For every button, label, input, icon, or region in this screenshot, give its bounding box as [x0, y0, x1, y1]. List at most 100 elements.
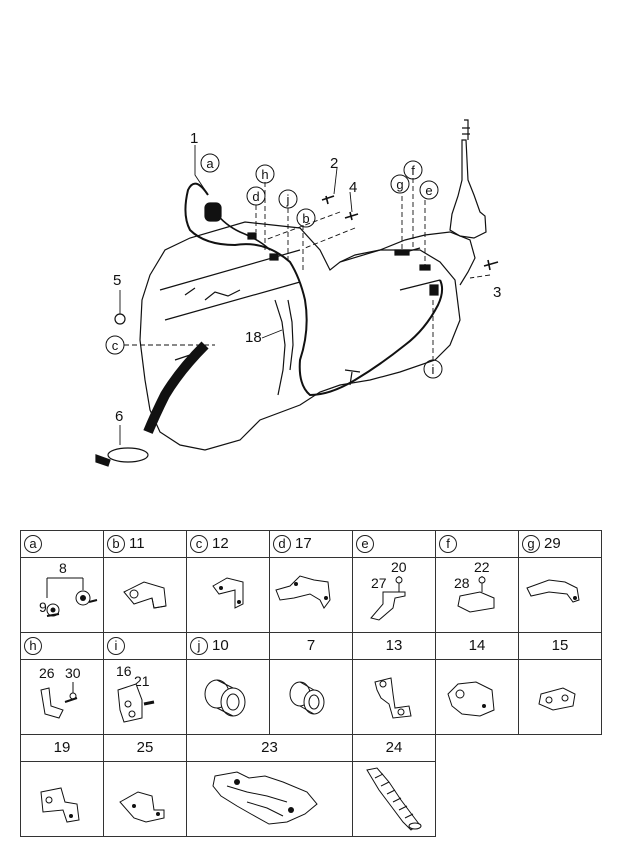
part-number: 15	[551, 637, 569, 655]
empty-cell	[436, 762, 519, 837]
part-image-10	[186, 659, 270, 736]
letter-badge: c	[190, 535, 208, 554]
sublabel-8: 8	[59, 560, 67, 576]
bracket-e-illustration: 20 27	[370, 559, 407, 621]
empty-cell	[436, 735, 519, 762]
callout-a: a	[206, 156, 214, 171]
engine-transmission-illustration	[95, 119, 499, 467]
conduit-24-illustration	[366, 767, 422, 831]
part-number: 17	[295, 535, 312, 553]
cell-19-header: 19	[20, 734, 104, 763]
bracket-25-illustration	[119, 791, 165, 823]
part-number: 19	[53, 739, 71, 757]
cell-a-header: a	[20, 529, 104, 559]
callout-6: 6	[115, 408, 123, 425]
callout-4: 4	[349, 179, 357, 196]
part-number: 29	[544, 535, 561, 553]
cell-15-header: 15	[518, 632, 602, 661]
cell-7-header: 7	[269, 632, 353, 661]
part-image-17	[269, 557, 353, 634]
callout-d: d	[252, 189, 259, 204]
bracket-15-illustration	[538, 687, 576, 711]
callout-g: g	[396, 177, 403, 192]
part-image-7	[269, 659, 353, 736]
part-image-i: 16 21	[103, 659, 187, 736]
part-number: 14	[468, 637, 486, 655]
part-image-11	[103, 557, 187, 634]
bracket-f-illustration: 22 28	[454, 559, 495, 613]
sublabel-21: 21	[134, 673, 150, 689]
part-image-25	[103, 761, 187, 838]
part-image-h: 26 30	[20, 659, 104, 736]
letter-badge: g	[522, 535, 540, 554]
part-number: 11	[129, 535, 145, 553]
bracket-19-illustration	[40, 787, 80, 823]
sublabel-26: 26	[39, 665, 55, 681]
cell-24-header: 24	[352, 734, 436, 763]
part-image-f: 22 28	[435, 557, 519, 634]
bracket-h-illustration: 26 30	[39, 665, 81, 719]
cell-13-header: 13	[352, 632, 436, 661]
sublabel-30: 30	[65, 665, 81, 681]
callout-5: 5	[113, 272, 121, 289]
letter-badge: e	[356, 535, 374, 554]
part-image-19	[20, 761, 104, 838]
grommet-7-illustration	[289, 681, 325, 715]
cell-23-header: 23	[186, 734, 353, 763]
cell-f-header: f	[435, 529, 519, 559]
callout-18: 18	[245, 329, 262, 346]
bracket-23-illustration	[212, 771, 318, 825]
part-number: 10	[212, 637, 229, 655]
cell-h-header: h	[20, 632, 104, 661]
bracket-13-illustration	[374, 677, 412, 719]
part-number: 12	[212, 535, 229, 553]
cell-14-header: 14	[435, 632, 519, 661]
part-image-14	[435, 659, 519, 736]
bracket-17-illustration	[275, 575, 331, 609]
callout-1: 1	[190, 130, 198, 147]
bracket-11-illustration	[123, 581, 167, 609]
sublabel-9: 9	[39, 599, 47, 615]
part-image-15	[518, 659, 602, 736]
empty-cell	[519, 762, 602, 837]
part-image-e: 20 27	[352, 557, 436, 634]
empty-cell	[519, 735, 602, 762]
letter-badge: b	[107, 535, 125, 554]
part-image-a: 8 9	[20, 557, 104, 634]
part-number: 23	[261, 739, 278, 757]
bracket-12-illustration	[212, 577, 244, 609]
sublabel-22: 22	[474, 559, 490, 575]
sublabel-16: 16	[116, 663, 132, 679]
bracket-29-illustration	[526, 579, 580, 603]
letter-badge: h	[24, 637, 42, 656]
bracket-i-illustration: 16 21	[116, 663, 155, 723]
grommet-10-illustration	[204, 679, 246, 717]
callout-3: 3	[493, 284, 501, 301]
letter-badge: a	[24, 535, 42, 554]
part-image-13	[352, 659, 436, 736]
bracket-14-illustration	[447, 681, 495, 717]
assembly-diagram: 1 2 3 4 5 6 18 a b c d e f g h i j	[95, 119, 501, 467]
part-image-12	[186, 557, 270, 634]
cell-e-header: e	[352, 529, 436, 559]
sublabel-28: 28	[454, 575, 470, 591]
callout-i: i	[432, 362, 435, 377]
bolt-set-illustration: 8 9	[39, 560, 98, 618]
callout-e: e	[425, 183, 432, 198]
callout-c: c	[112, 338, 119, 353]
callout-2: 2	[330, 155, 338, 172]
sublabel-27: 27	[371, 575, 387, 591]
letter-badge: i	[107, 637, 125, 656]
sublabel-20: 20	[391, 559, 407, 575]
cell-i-header: i	[103, 632, 187, 661]
part-image-24	[352, 761, 436, 838]
part-image-23	[186, 761, 353, 838]
letter-badge: j	[190, 637, 208, 656]
callout-b: b	[302, 211, 309, 226]
